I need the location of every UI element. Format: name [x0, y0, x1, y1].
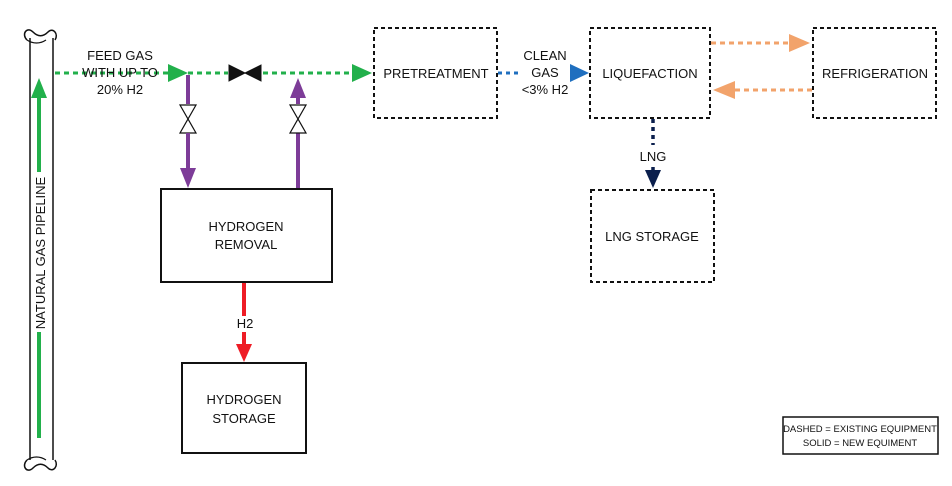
legend-dashed-label: DASHED = EXISTING EQUIPMENT — [783, 424, 937, 435]
lng-storage-unit: LNG STORAGE — [590, 189, 715, 283]
return-arrowhead — [290, 78, 306, 98]
lng-stream-label: LNG — [640, 149, 667, 164]
liquefaction-unit: LIQUEFACTION — [589, 27, 711, 119]
feed-gas-arrowhead-2 — [352, 64, 372, 82]
h2-stream-label: H2 — [237, 316, 254, 331]
feed-gas-label-3: 20% H2 — [97, 82, 143, 97]
lng-arrowhead — [645, 170, 661, 188]
liquefaction-label: LIQUEFACTION — [602, 66, 697, 81]
hydrogen-storage-label-1: HYDROGEN — [206, 392, 281, 407]
clean-gas-label-3: <3% H2 — [522, 82, 569, 97]
clean-gas-arrowhead — [570, 64, 589, 82]
hydrogen-removal-inlet — [178, 75, 198, 188]
h2-arrowhead — [236, 344, 252, 362]
legend-solid-label: SOLID = NEW EQUIMENT — [803, 438, 917, 449]
pretreatment-label: PRETREATMENT — [383, 66, 488, 81]
clean-gas-label-2: GAS — [531, 65, 559, 80]
inlet-valve-icon — [178, 104, 198, 134]
natural-gas-pipeline: NATURAL GAS PIPELINE — [23, 29, 58, 471]
clean-gas-line: CLEAN GAS <3% H2 — [498, 48, 589, 97]
hydrogen-storage-unit: HYDROGEN STORAGE — [181, 362, 307, 454]
pipeline-label: NATURAL GAS PIPELINE — [33, 176, 48, 329]
lng-storage-label: LNG STORAGE — [605, 229, 699, 244]
inlet-arrowhead — [180, 168, 196, 188]
clean-gas-label-1: CLEAN — [523, 48, 566, 63]
hydrogen-removal-return — [288, 78, 308, 188]
feed-gas-line: FEED GAS WITH UP TO 20% H2 — [55, 48, 372, 97]
hydrogen-removal-label-2: REMOVAL — [215, 237, 278, 252]
lng-stream: LNG — [640, 119, 667, 188]
refrigerant-supply-arrowhead — [789, 34, 810, 52]
feed-gas-arrowhead-1 — [168, 64, 188, 82]
pretreatment-unit: PRETREATMENT — [373, 27, 498, 119]
refrigerant-loop — [711, 34, 812, 99]
feed-gas-valve-icon — [228, 64, 262, 82]
feed-gas-label-2: WITH UP TO — [82, 65, 158, 80]
refrigerant-return-arrowhead — [713, 81, 735, 99]
hydrogen-removal-unit: HYDROGEN REMOVAL — [160, 188, 333, 283]
feed-gas-label-1: FEED GAS — [87, 48, 153, 63]
h2-stream: H2 — [232, 283, 258, 362]
return-valve-icon — [288, 104, 308, 134]
refrigeration-unit: REFRIGERATION — [812, 27, 937, 119]
hydrogen-removal-label-1: HYDROGEN — [208, 219, 283, 234]
legend: DASHED = EXISTING EQUIPMENT SOLID = NEW … — [782, 416, 939, 455]
hydrogen-storage-label-2: STORAGE — [212, 411, 276, 426]
pipeline-flow-arrowhead — [31, 78, 47, 98]
refrigeration-label: REFRIGERATION — [822, 66, 928, 81]
